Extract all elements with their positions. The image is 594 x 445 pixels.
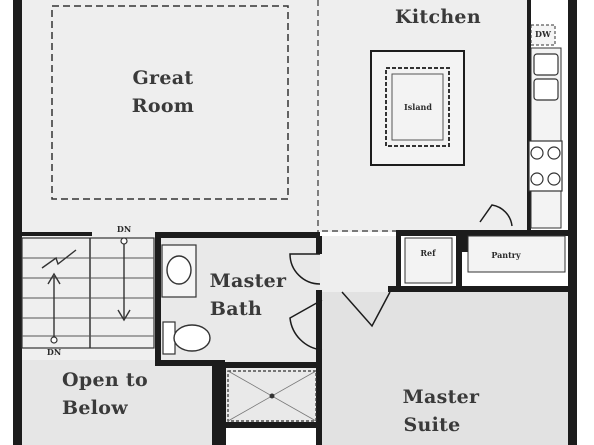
- floor-master-suite: [320, 292, 570, 445]
- wall-kitchen-bottom: [396, 230, 570, 236]
- master-suite-label: Master: [403, 386, 480, 408]
- stair-arrow-head-left: [47, 272, 61, 285]
- stair-outline: [21, 237, 155, 349]
- stair-start-dot: [120, 237, 128, 245]
- pantry-door-swing: [479, 204, 513, 227]
- shower: [227, 370, 317, 422]
- great-room-ceiling-outline: [51, 5, 289, 200]
- counter-right: [530, 47, 562, 229]
- refrigerator: [404, 237, 453, 284]
- wall-shower-bottom: [222, 422, 320, 428]
- closet-door-swing: [341, 291, 391, 328]
- master-suite-label: Suite: [403, 414, 460, 436]
- floor-open-to-below: [22, 360, 212, 445]
- wall-right-exterior: [568, 0, 577, 445]
- dishwasher: [530, 24, 556, 46]
- stair-dn-top: DN: [117, 224, 131, 234]
- wall-suite-top: [388, 286, 570, 292]
- wall-shower-left: [212, 362, 226, 445]
- wall-ref-left: [396, 230, 401, 292]
- shower-drain: [269, 393, 275, 399]
- wall-ref-right: [456, 230, 462, 292]
- open-to-below-label: Below: [62, 397, 128, 419]
- island-label: Island: [404, 102, 432, 112]
- floor-hall: [320, 236, 400, 298]
- burner: [530, 172, 544, 186]
- kitchen-label: Kitchen: [395, 6, 481, 28]
- wall-stair-top: [22, 232, 92, 236]
- stair-arrow-head: [117, 309, 131, 322]
- dw-label: DW: [535, 29, 552, 39]
- toilet-tank: [162, 321, 176, 355]
- wall-counter-side: [527, 0, 531, 232]
- stair-dn-bottom: DN: [47, 347, 61, 357]
- wall-bath-top: [155, 232, 320, 238]
- suite-door-swing: [289, 299, 323, 351]
- ref-label: Ref: [420, 248, 436, 258]
- wall-bath-right-lower: [316, 290, 322, 445]
- wall-left-exterior: [13, 0, 22, 445]
- wall-bath-left: [155, 232, 161, 366]
- burner: [547, 172, 561, 186]
- sink-bowl-top: [533, 53, 559, 76]
- burner: [530, 146, 544, 160]
- great-room-label: Room: [132, 95, 194, 117]
- staircase: [21, 237, 155, 349]
- sink-basin: [166, 255, 192, 285]
- pantry-label: Pantry: [491, 250, 521, 260]
- wall-bath-right-upper: [316, 236, 322, 254]
- island-core: [391, 73, 444, 141]
- bath-door-swing: [289, 253, 321, 285]
- master-bath-label: Bath: [210, 298, 262, 320]
- range: [528, 140, 563, 192]
- sink-bowl-bottom: [533, 78, 559, 101]
- toilet-bowl: [173, 324, 211, 352]
- stair-end-dot: [50, 336, 58, 344]
- stair-break-line: [41, 249, 77, 269]
- burner: [547, 146, 561, 160]
- great-room-label: Great: [133, 67, 194, 89]
- wall-bath-bottom: [155, 360, 225, 366]
- floor-great-room: [22, 0, 320, 232]
- pantry-shelving: [467, 235, 566, 273]
- open-to-below-label: Open to: [62, 369, 148, 391]
- island-inner: [385, 67, 450, 147]
- wall-shower-top: [222, 362, 320, 368]
- master-bath-label: Master: [210, 270, 287, 292]
- wall-pantry-left: [462, 230, 468, 252]
